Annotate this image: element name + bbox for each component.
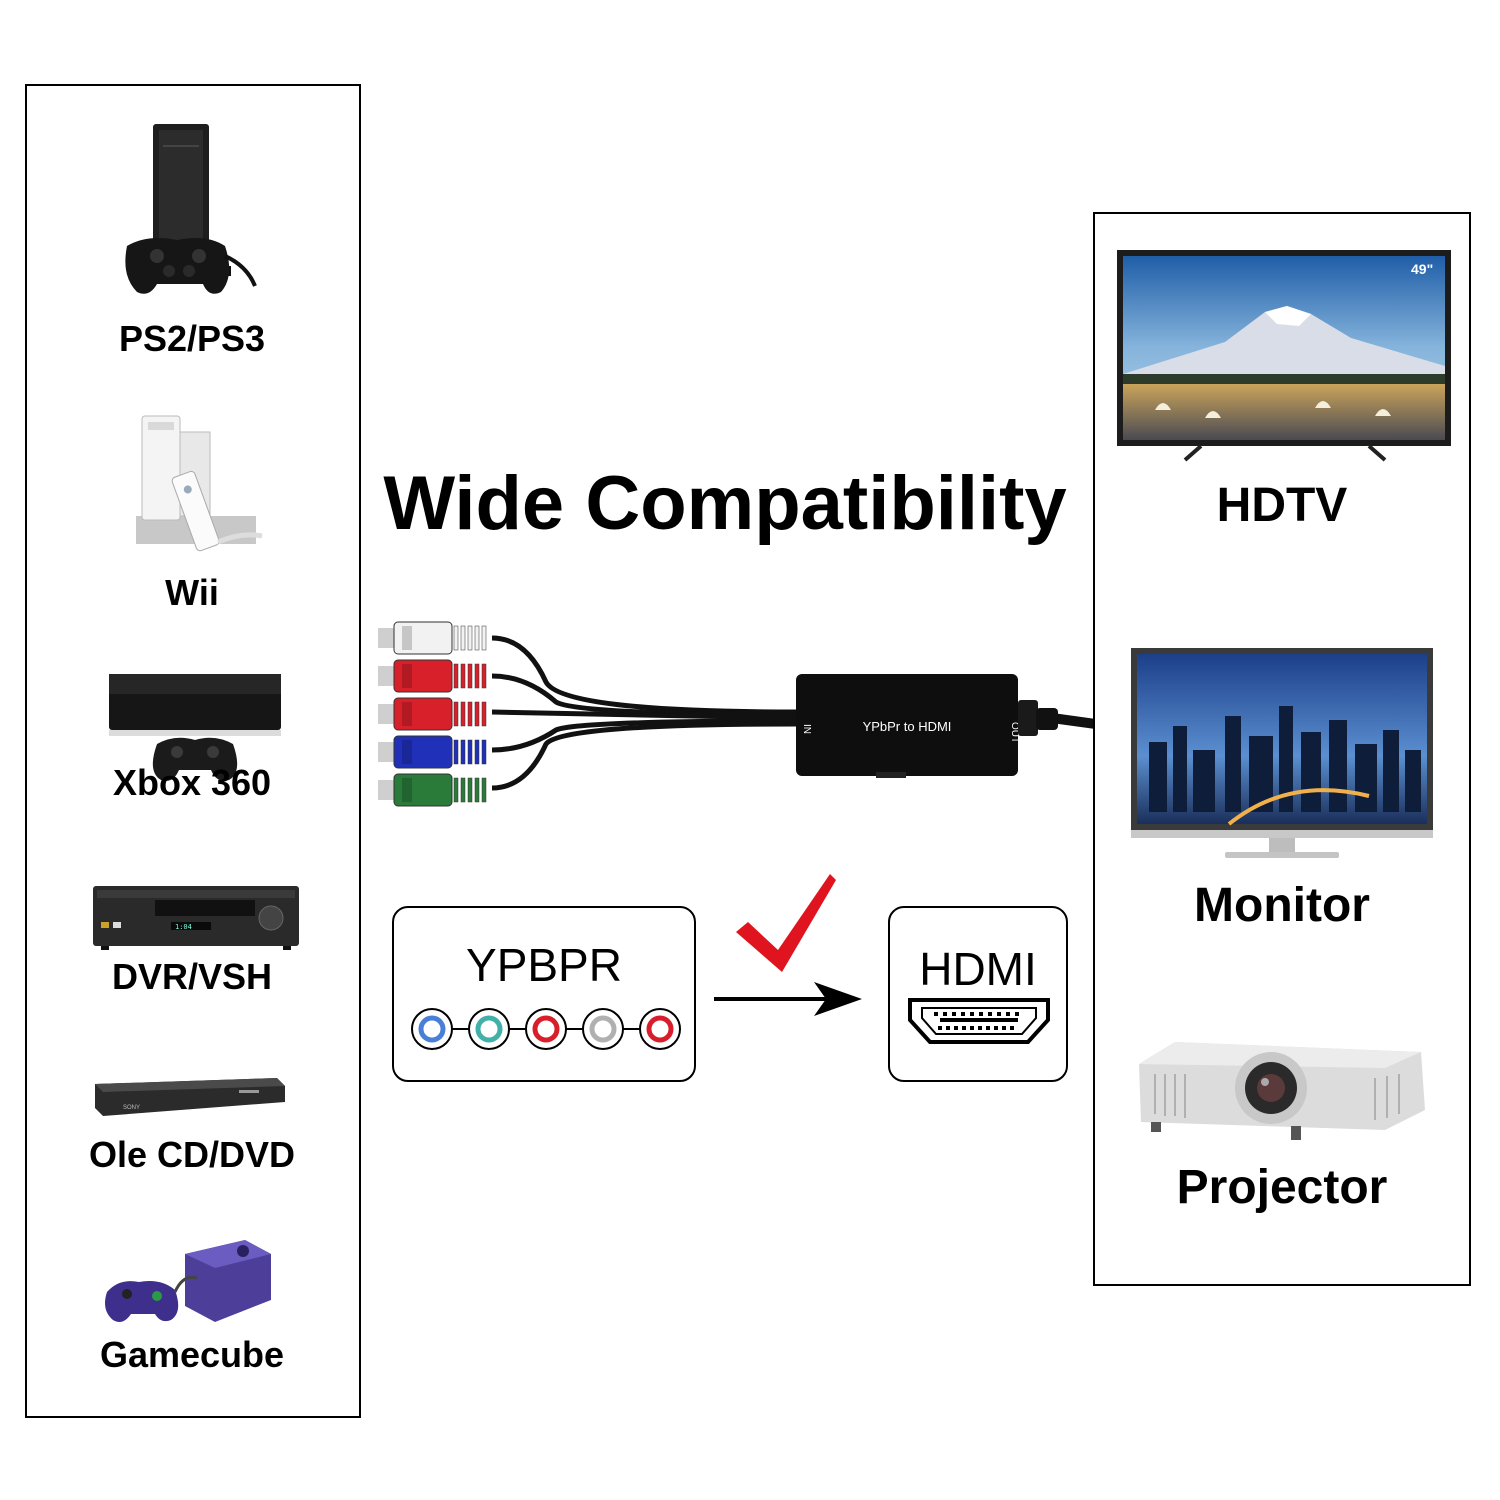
- source-label-wii: Wii: [165, 572, 219, 613]
- output-devices-panel: 49" HDTV Monitor: [1093, 212, 1471, 1286]
- hdtv-icon: 49": [1117, 250, 1451, 462]
- component-to-hdmi-adapter: IN YPbPr to HDMI OUT: [378, 621, 1096, 807]
- rca-plug: [378, 697, 487, 731]
- ypbpr-port: [525, 1008, 567, 1050]
- ypbpr-port: [639, 1008, 681, 1050]
- ps2-ps3-console-icon: [125, 124, 257, 294]
- page-title: Wide Compatibility: [383, 461, 1067, 546]
- wii-console-icon: [136, 415, 263, 552]
- ypbpr-label: YPBPR: [466, 939, 622, 991]
- ypbpr-port: [468, 1008, 510, 1050]
- projector-icon: [1139, 1042, 1425, 1140]
- adapter-out-label: OUT: [1009, 722, 1020, 743]
- output-label-hdtv: HDTV: [1216, 479, 1348, 532]
- right-arrow-icon: [714, 982, 862, 1016]
- rca-plug: [378, 735, 487, 769]
- check-mark-icon: [736, 874, 836, 972]
- svg-text:1:04: 1:04: [175, 923, 192, 931]
- monitor-icon: [1131, 648, 1433, 858]
- rca-plug: [378, 621, 487, 655]
- adapter-in-label: IN: [801, 724, 812, 734]
- hdmi-label: HDMI: [919, 943, 1037, 995]
- output-label-monitor: Monitor: [1194, 879, 1370, 932]
- ypbpr-port: [582, 1008, 624, 1050]
- xbox-console-icon: [109, 674, 281, 781]
- hdmi-output-box: HDMI: [888, 906, 1068, 1082]
- ypbpr-input-box: YPBPR: [392, 906, 696, 1082]
- rca-plug: [378, 659, 487, 693]
- dvd-player-icon: SONY: [95, 1078, 285, 1116]
- rca-plug: [378, 773, 487, 807]
- adapter-model-label: YPbPr to HDMI: [863, 719, 952, 734]
- svg-text:SONY: SONY: [123, 1105, 140, 1111]
- source-label-gamecube: Gamecube: [99, 1334, 285, 1375]
- source-label-ps2-ps3: PS2/PS3: [118, 318, 266, 359]
- vcr-player-icon: 1:04: [93, 886, 299, 950]
- hdmi-port-icon: [908, 998, 1050, 1044]
- gamecube-console-icon: [105, 1240, 271, 1322]
- cable-bundle: [491, 635, 1096, 791]
- source-label-dvr-vsh: DVR/VSH: [111, 956, 273, 997]
- ypbpr-port: [411, 1008, 453, 1050]
- source-label-cd-dvd: Ole CD/DVD: [88, 1134, 296, 1175]
- adapter-box: [796, 674, 1018, 776]
- tv-size-badge: 49": [1411, 261, 1433, 277]
- hdmi-plug: [1018, 700, 1038, 736]
- source-label-xbox: Xbox 360: [112, 762, 272, 803]
- output-label-projector: Projector: [1176, 1161, 1388, 1214]
- ypbpr-ports-icon: [411, 1008, 681, 1050]
- source-devices-panel: PS2/PS3 Wii Xbox 360 1:04 DVR/VSH: [25, 84, 361, 1418]
